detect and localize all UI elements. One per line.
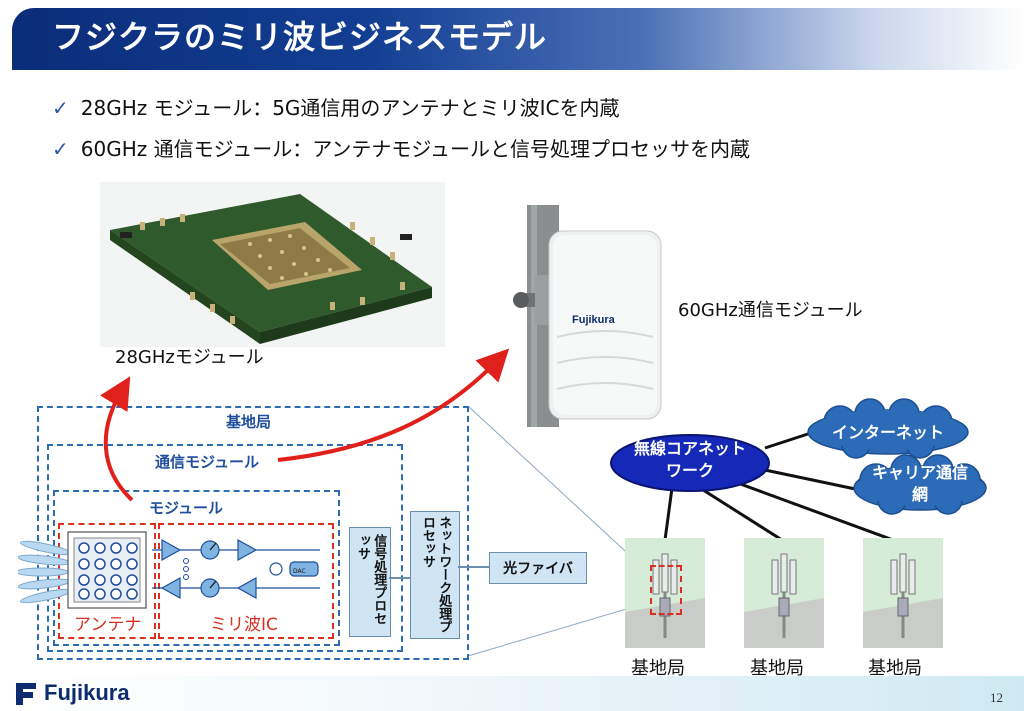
station-label-1: 基地局	[631, 658, 685, 679]
signal-processor-label: 信号処理プロセッサ	[355, 534, 387, 625]
arrow-to-28ghz	[100, 376, 134, 502]
fujikura-logo-icon	[16, 683, 36, 705]
optical-fiber-block: 光ファイバ	[489, 552, 587, 584]
antenna-label: アンテナ	[74, 610, 142, 635]
carrier-cloud	[853, 454, 987, 515]
mmwave-ic-circuit	[152, 538, 320, 600]
antenna-array-graphic	[18, 531, 147, 609]
signal-processor-block: 信号処理プロセッサ	[349, 527, 391, 637]
bullet-60ghz: ✓ 60GHz 通信モジュール：アンテナモジュールと信号処理プロセッサを内蔵	[52, 133, 750, 162]
network-processor-block: ネットワーク処理プロセッサ	[410, 511, 460, 639]
core-network-node	[610, 434, 770, 492]
page-title: フジクラのミリ波ビジネスモデル	[52, 18, 548, 56]
module28-label: 28GHzモジュール	[115, 347, 264, 368]
antenna-tower-icon	[625, 553, 705, 648]
mmwave-ic-label: ミリ波IC	[210, 610, 278, 635]
module-label: モジュール	[145, 497, 227, 518]
bullet-text: 28GHz モジュール：5G通信用のアンテナとミリ波ICを内蔵	[80, 96, 620, 120]
antenna-tower-icon	[744, 553, 824, 648]
footer-band	[0, 676, 1024, 711]
module60-label: 60GHz通信モジュール	[678, 300, 863, 321]
internet-label: インターネット	[831, 423, 944, 442]
check-icon: ✓	[52, 96, 69, 120]
arrow-to-60ghz	[277, 348, 510, 462]
bullet-text: 60GHz 通信モジュール：アンテナモジュールと信号処理プロセッサを内蔵	[80, 137, 751, 161]
base-station-box	[37, 406, 469, 660]
page-number: 12	[990, 690, 1003, 705]
base-station-tile-3	[863, 538, 943, 648]
module28-photo	[100, 182, 445, 347]
mmwave-ic-box	[158, 523, 334, 639]
base-station-tile-1	[625, 538, 705, 648]
module-highlight-box	[650, 565, 682, 615]
network-processor-label: ネットワーク処理プロセッサ	[420, 516, 452, 633]
base-station-label: 基地局	[222, 411, 276, 432]
check-icon: ✓	[52, 137, 69, 161]
base-station-tile-2	[744, 538, 824, 648]
core-network-label: 無線コアネットワーク	[633, 439, 746, 480]
title-bar	[12, 8, 1024, 70]
station-label-3: 基地局	[868, 658, 922, 679]
module60-photo	[513, 205, 662, 427]
station-label-2: 基地局	[750, 658, 804, 679]
carrier-label: キャリア通信網	[871, 463, 968, 504]
internet-cloud	[807, 398, 969, 459]
antenna-tower-icon	[863, 553, 943, 648]
device-brand-label: Fujikura	[572, 314, 615, 326]
bullet-28ghz: ✓ 28GHz モジュール：5G通信用のアンテナとミリ波ICを内蔵	[52, 92, 620, 121]
comm-module-label: 通信モジュール	[151, 451, 263, 472]
dac-label: DAC	[293, 568, 306, 575]
fujikura-logo-text: Fujikura	[44, 680, 130, 705]
optical-fiber-label: 光ファイバ	[503, 561, 573, 577]
